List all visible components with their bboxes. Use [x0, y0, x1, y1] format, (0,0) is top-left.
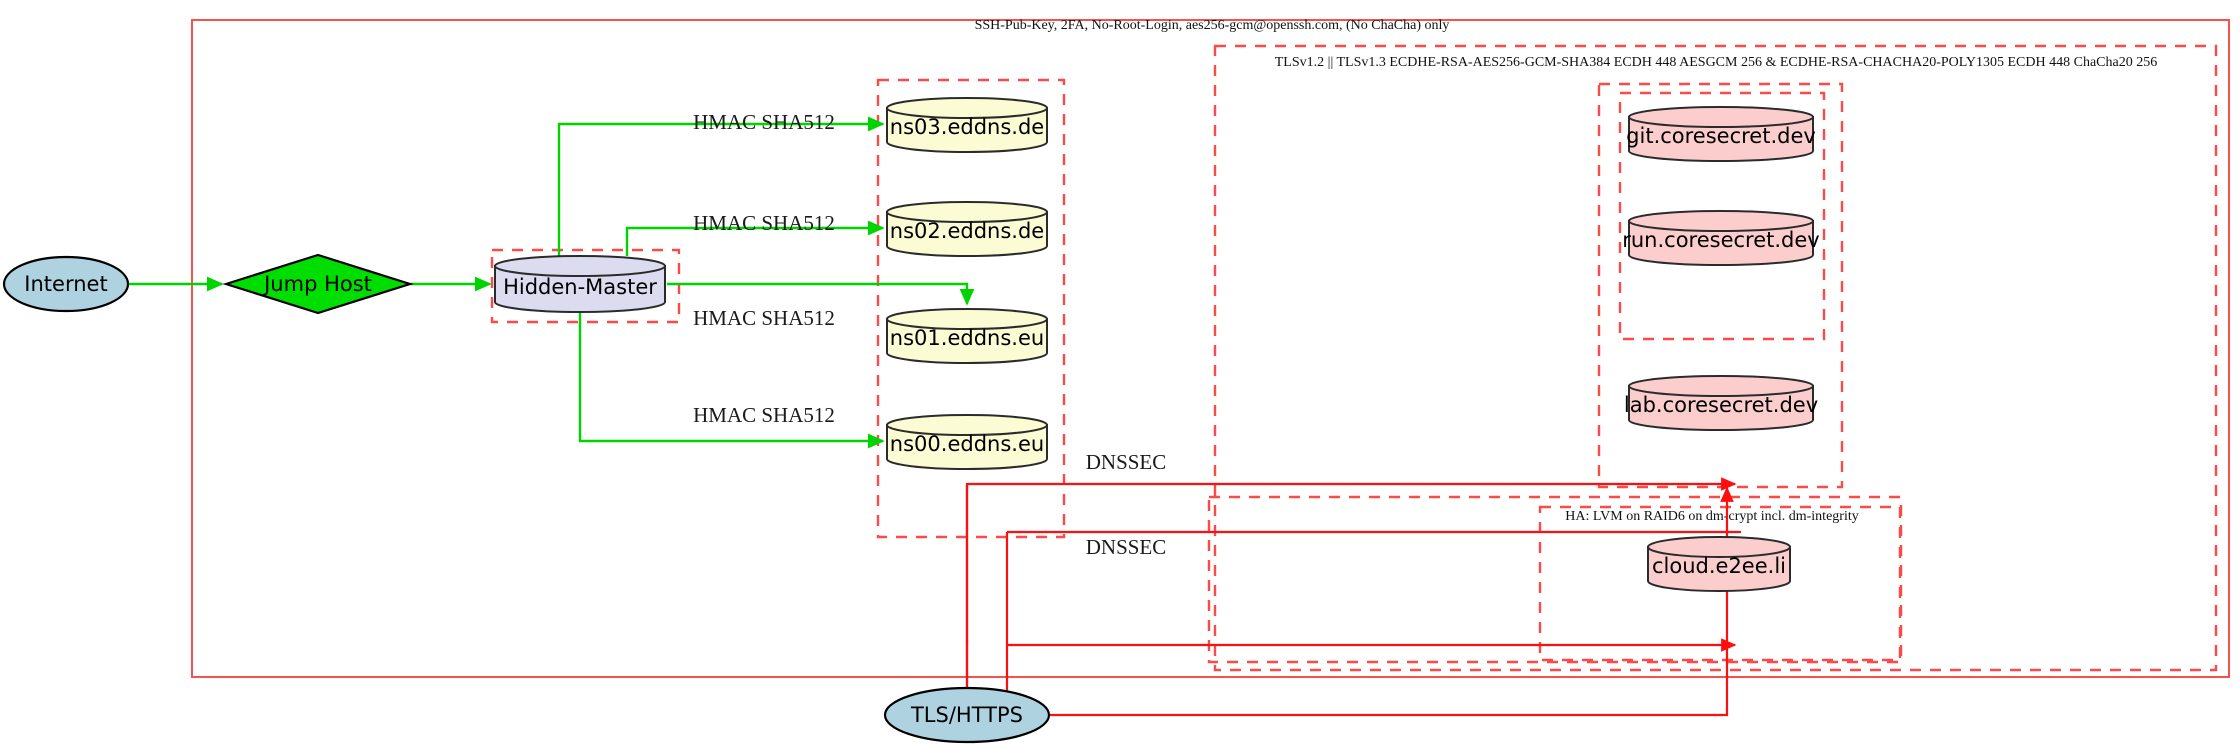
- node-ns02-label: ns02.eddns.de: [890, 219, 1044, 243]
- node-cloud-e2ee-label: cloud.e2ee.li: [1652, 554, 1786, 578]
- edge-label-hmac-ns02: HMAC SHA512: [693, 211, 835, 235]
- node-run-coresecret-label: run.coresecret.dev: [1622, 228, 1820, 252]
- node-hidden-master[interactable]: Hidden-Master: [494, 255, 666, 313]
- node-layer: Internet Jump Host Hidden-Master ns03.ed…: [2, 97, 1820, 744]
- red-edge-layer: [965, 477, 1741, 717]
- node-tls-https-label: TLS/HTTPS: [910, 703, 1023, 727]
- node-jump-host-label: Jump Host: [262, 272, 372, 296]
- node-lab-coresecret-label: lab.coresecret.dev: [1624, 393, 1818, 417]
- node-cloud-e2ee[interactable]: cloud.e2ee.li: [1647, 536, 1791, 592]
- node-run-coresecret[interactable]: run.coresecret.dev: [1622, 210, 1820, 266]
- node-hidden-master-label: Hidden-Master: [503, 275, 657, 299]
- cluster-hidden-master-boundary: [490, 248, 681, 324]
- edge-master-to-ns00: [578, 312, 885, 449]
- cluster-cloud-node-boundary: [1538, 505, 1902, 662]
- cluster-label-tls: TLSv1.2 || TLSv1.3 ECDHE-RSA-AES256-GCM-…: [1275, 55, 2157, 70]
- edge-label-dnssec-upper: DNSSEC: [1086, 450, 1167, 474]
- node-ns03-label: ns03.eddns.de: [890, 115, 1044, 139]
- node-jump-host[interactable]: Jump Host: [222, 253, 414, 315]
- cluster-label-ssh: SSH-Pub-Key, 2FA, No-Root-Login, aes256-…: [975, 18, 1450, 33]
- cluster-layer: [191, 19, 2230, 678]
- node-tls-https[interactable]: TLS/HTTPS: [883, 686, 1051, 744]
- cluster-coresecret-inner-boundary: [1618, 91, 1826, 341]
- node-ns03[interactable]: ns03.eddns.de: [886, 97, 1048, 153]
- edge-label-hmac-ns01: HMAC SHA512: [693, 306, 835, 330]
- node-ns01-label: ns01.eddns.eu: [890, 326, 1044, 350]
- cluster-label-layer: SSH-Pub-Key, 2FA, No-Root-Login, aes256-…: [975, 18, 2158, 524]
- edge-label-layer: HMAC SHA512 HMAC SHA512 HMAC SHA512 HMAC…: [693, 110, 1166, 559]
- edge-master-to-ns03: [557, 116, 885, 256]
- edge-label-hmac-ns00: HMAC SHA512: [693, 403, 835, 427]
- edge-label-dnssec-lower: DNSSEC: [1086, 535, 1167, 559]
- node-git-coresecret-label: git.coresecret.dev: [1626, 124, 1816, 148]
- green-edge-layer: [128, 116, 975, 449]
- node-git-coresecret[interactable]: git.coresecret.dev: [1626, 106, 1816, 162]
- edge-master-to-ns02: [625, 220, 885, 256]
- edge-label-hmac-ns03: HMAC SHA512: [693, 110, 835, 134]
- cluster-tls-boundary: [1213, 44, 2218, 672]
- edge-master-to-ns01: [667, 282, 975, 306]
- cluster-ssh-boundary: [191, 19, 2230, 678]
- node-ns00-label: ns00.eddns.eu: [890, 432, 1044, 456]
- node-lab-coresecret[interactable]: lab.coresecret.dev: [1624, 375, 1818, 431]
- cluster-ha-storage-boundary: [1207, 495, 1903, 664]
- node-ns02[interactable]: ns02.eddns.de: [886, 201, 1048, 257]
- node-ns01[interactable]: ns01.eddns.eu: [886, 308, 1048, 364]
- node-internet-label: Internet: [24, 272, 107, 296]
- node-internet[interactable]: Internet: [2, 255, 130, 313]
- cluster-label-ha: HA: LVM on RAID6 on dm-crypt incl. dm-in…: [1565, 509, 1858, 524]
- node-ns00[interactable]: ns00.eddns.eu: [886, 414, 1048, 470]
